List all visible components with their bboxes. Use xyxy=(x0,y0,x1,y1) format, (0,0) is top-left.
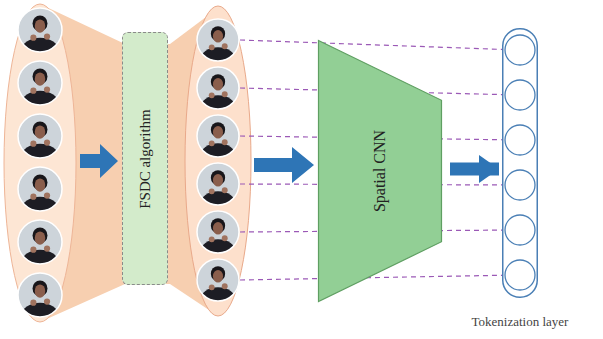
frame-photo xyxy=(197,259,239,313)
flow-arrow xyxy=(80,144,118,178)
sign-frames xyxy=(18,8,239,329)
flow-arrow xyxy=(254,147,314,183)
frame-photo xyxy=(18,167,62,223)
frame-ring xyxy=(197,19,239,61)
frame-ring xyxy=(18,8,62,52)
token-circle xyxy=(505,80,535,110)
pill-shape xyxy=(502,28,538,298)
frame-photo xyxy=(197,163,239,217)
frame-ring xyxy=(197,259,239,301)
frame-ring xyxy=(18,114,62,158)
token-circle xyxy=(505,35,535,65)
frame-photo xyxy=(18,114,62,170)
frame-ring xyxy=(197,211,239,253)
pill-outline xyxy=(503,29,538,298)
frame-photo xyxy=(197,19,239,73)
frame-ring xyxy=(197,67,239,109)
frame-ring xyxy=(18,167,62,211)
frame-photo xyxy=(197,211,239,265)
cnn-trapezoid: Spatial CNN xyxy=(318,40,442,302)
node-label: FSDC algorithm xyxy=(137,109,154,209)
node-label: Spatial CNN xyxy=(371,130,389,212)
frame-ring xyxy=(197,163,239,205)
token-circle xyxy=(505,260,535,290)
frame-ring xyxy=(18,61,62,105)
token-layer: Tokenization layer xyxy=(502,28,538,298)
token-circle xyxy=(505,170,535,200)
frame-photo xyxy=(18,8,62,64)
layer-label: Tokenization layer xyxy=(472,314,569,330)
selected-frame-ellipse xyxy=(185,6,251,316)
dashed-link xyxy=(240,275,518,280)
algorithm-box: FSDC algorithm xyxy=(122,32,168,285)
frame-ring xyxy=(197,115,239,157)
flow-arrow xyxy=(450,163,499,176)
token-circle xyxy=(505,215,535,245)
frame-ring xyxy=(18,220,62,264)
frame-photo xyxy=(197,115,239,169)
frame-photo xyxy=(197,67,239,121)
frame-ring xyxy=(18,273,62,317)
trapezoid-outline xyxy=(319,41,442,302)
token-circle xyxy=(505,125,535,155)
dashed-link xyxy=(240,40,518,50)
input-frame-ellipse xyxy=(4,4,76,322)
frame-photo xyxy=(18,273,62,329)
frame-photo xyxy=(18,61,62,117)
frame-photo xyxy=(18,220,62,276)
